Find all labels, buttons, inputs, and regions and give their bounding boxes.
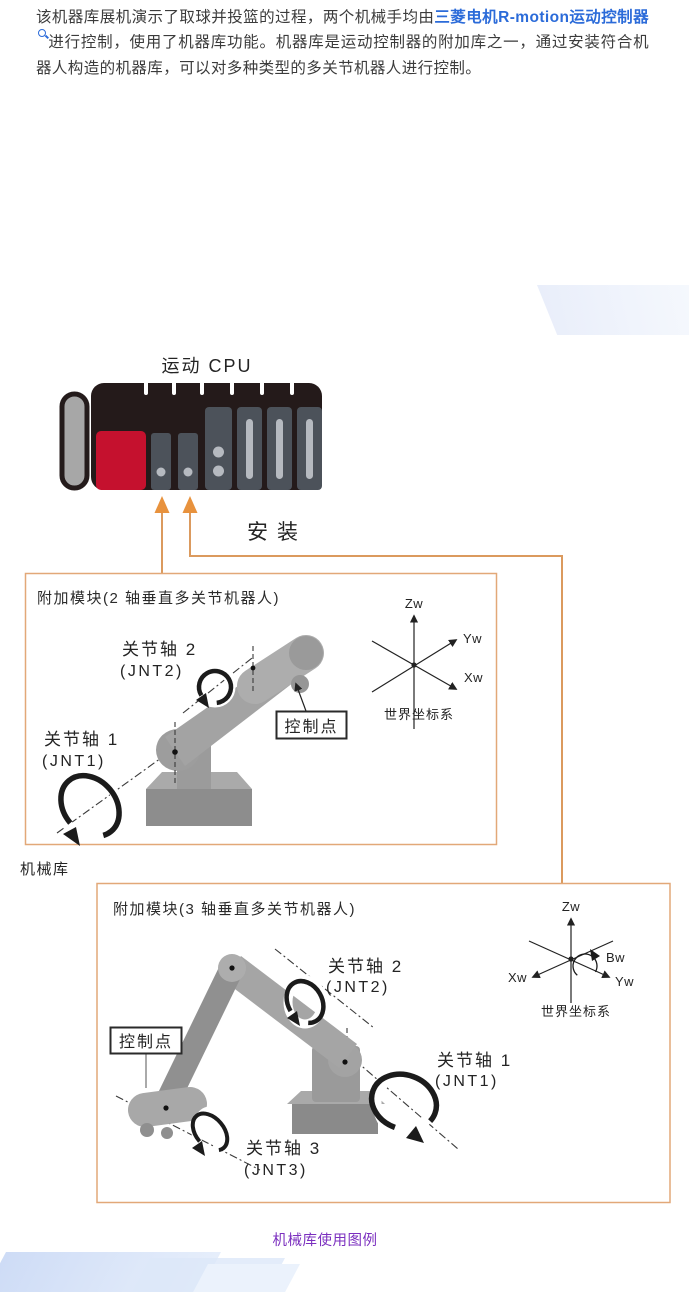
cpu-side-bar [59, 391, 90, 491]
library-label: 机械库 [20, 861, 70, 878]
box1-control-point-label: 控制点 [284, 718, 338, 736]
box1-joint1-label: 关节轴 1 [44, 730, 119, 749]
cpu-slot-module-1 [237, 407, 262, 490]
box2-axis-xw: Xw [508, 970, 527, 985]
box2-world-axes: Zw Xw Yw Bw 世界坐标系 [508, 899, 634, 1019]
cpu-title: 运动 CPU [161, 356, 252, 376]
magnifier-circle [38, 29, 46, 38]
box2-control-point-label: 控制点 [119, 1033, 173, 1051]
connector-line-box2 [189, 513, 563, 883]
box2-border [96, 882, 671, 1204]
box2-title: 附加模块(3 轴垂直多关节机器人) [113, 901, 356, 918]
robot-arm-2axis [56, 635, 324, 846]
box2-control-point: 控制点 [109, 1026, 183, 1088]
cpu-small-module-2 [178, 433, 198, 490]
box2-axis-bw: Bw [606, 950, 625, 965]
intro-text-before: 该机器库展机演示了取球并投篮的过程，两个机械手均由 [36, 9, 435, 26]
cpu-red-module [96, 431, 146, 490]
box2-joint1-label: 关节轴 1 [437, 1051, 512, 1070]
jnt3-rotation-arrow-icon [190, 1111, 230, 1153]
box1-joint2-code: (JNT2) [120, 663, 184, 680]
jnt1-rotation-arrow-icon [58, 772, 122, 840]
box2-joint3-label: 关节轴 3 [246, 1139, 321, 1158]
diagram-caption-link[interactable]: 机械库使用图例 [272, 1233, 378, 1249]
box2-joint2-code: (JNT2) [326, 979, 390, 996]
magnifier-icon[interactable] [36, 28, 49, 40]
install-label: 安装 [247, 521, 307, 544]
box2-joint3-code: (JNT3) [244, 1162, 308, 1179]
jnt2-rotation-arrow-icon [196, 668, 234, 706]
box1-axis-zw: Zw [405, 596, 423, 611]
cpu-module-top-slits [144, 381, 294, 395]
box1-world-axes: Zw Yw Xw 世界坐标系 [371, 596, 483, 729]
module-box-3axis: 附加模块(3 轴垂直多关节机器人) [96, 882, 671, 1204]
box1-world-label: 世界坐标系 [384, 707, 454, 722]
cpu-slot-module-3 [297, 407, 322, 490]
box1-axis-yw: Yw [463, 631, 482, 646]
box2-joint2-label: 关节轴 2 [328, 957, 403, 976]
module-box-2axis: 附加模块(2 轴垂直多关节机器人) 关节 [24, 572, 498, 846]
intro-text-after: 进行控制，使用了机器库功能。机器库是运动控制器的附加库之一，通过安装符合机器人构… [36, 34, 649, 77]
jnt1-rotation-arrow-icon [368, 1071, 440, 1133]
cpu-small-module-1 [151, 433, 171, 490]
box2-axis-yw: Yw [615, 974, 634, 989]
box1-title: 附加模块(2 轴垂直多关节机器人) [37, 590, 280, 607]
box1-joint2-label: 关节轴 2 [122, 640, 197, 659]
box1-border [24, 572, 498, 846]
box1-control-point: 控制点 [275, 682, 348, 740]
cpu-slot-module-2 [267, 407, 292, 490]
motion-cpu-illustration: 运动 CPU [59, 356, 322, 491]
up-arrow-icon [182, 496, 198, 513]
box2-axis-zw: Zw [562, 899, 580, 914]
robot-arm-3axis [115, 948, 459, 1171]
up-arrow-icon [154, 496, 170, 513]
cpu-module-two-leds [205, 407, 232, 490]
box2-joint1-code: (JNT1) [435, 1073, 499, 1090]
jnt2-rotation-arrow-icon [284, 978, 326, 1026]
intro-paragraph: 该机器库展机演示了取球并投篮的过程，两个机械手均由三菱电机R-motion运动控… [36, 0, 649, 81]
rmotion-link[interactable]: 三菱电机R-motion运动控制器 [434, 9, 649, 26]
install-connectors: 安装 [154, 496, 563, 883]
box2-world-label: 世界坐标系 [541, 1004, 611, 1019]
box1-axis-xw: Xw [464, 670, 483, 685]
box1-joint1-code: (JNT1) [42, 753, 106, 770]
